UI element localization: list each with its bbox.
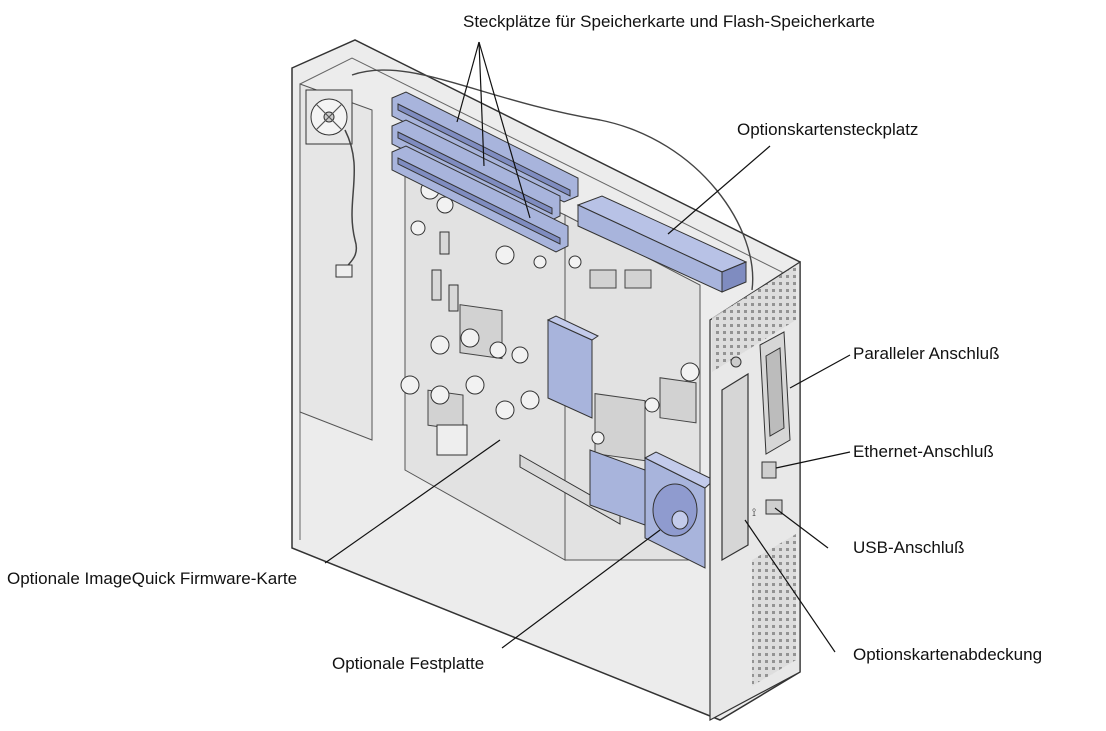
board-chip: [589, 269, 617, 289]
board-chip: [624, 269, 652, 289]
board-connector: [448, 284, 459, 312]
callout-ethernet-port: Ethernet-Anschluß: [853, 442, 994, 461]
power-connector: [436, 424, 468, 456]
cable-loop: [351, 69, 754, 291]
parallel-port: [759, 331, 791, 455]
cooling-fan: [305, 89, 353, 145]
board-chip: [594, 393, 646, 462]
imagequick-card: [546, 315, 600, 419]
cover-screw: [730, 356, 742, 368]
leader-lines: [324, 41, 851, 653]
callout-parallel-port: Paralleler Anschluß: [853, 344, 1000, 363]
fan-cable-plug: [335, 264, 353, 278]
option-card-slot: [576, 195, 748, 293]
memory-slots: [391, 91, 579, 253]
callout-hard-disk: Optionale Festplatte: [332, 654, 485, 673]
board-connector: [439, 231, 450, 255]
board-connector: [431, 269, 442, 301]
callout-option-card-slot: Optionskartensteckplatz: [737, 120, 919, 139]
hard-disk: [643, 451, 715, 569]
ethernet-port: [761, 461, 777, 479]
usb-symbol: ⟟: [752, 506, 756, 519]
callout-usb-port: USB-Anschluß: [853, 538, 965, 557]
callout-option-card-cover: Optionskartenabdeckung: [853, 645, 1043, 664]
vent-grille-lower: [752, 534, 796, 686]
option-card-cover: [721, 372, 749, 562]
vent-grille-upper: [712, 266, 796, 372]
callout-imagequick-card: Optionale ImageQuick Firmware-Karte: [7, 569, 298, 588]
board-chip: [659, 377, 697, 424]
callout-memory-slots: Steckplätze für Speicherkarte und Flash-…: [463, 12, 875, 31]
capacitors: [400, 180, 700, 445]
